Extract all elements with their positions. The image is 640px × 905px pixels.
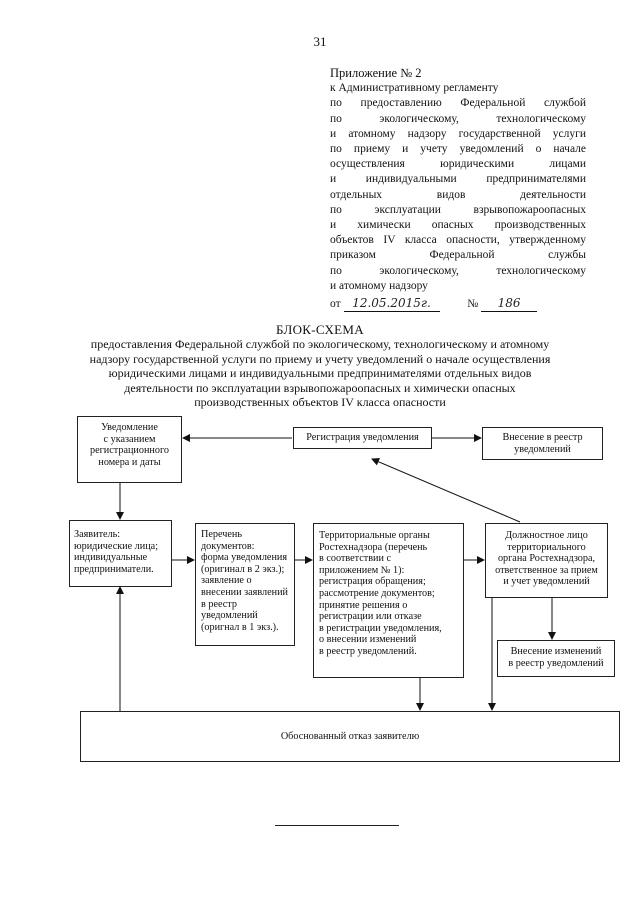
refusal-box: Обоснованный отказ заявителю [80, 711, 620, 762]
registry-changes-box: Внесение изменений в реестр уведомлений [497, 640, 615, 677]
registration-text: Регистрация уведомления [306, 432, 419, 443]
footer-separator-line [275, 825, 399, 826]
official-box: Должностное лицо территориального органа… [485, 523, 608, 598]
applicant-text: Заявитель: юридические лица; индивидуаль… [74, 529, 159, 575]
territorial-box: Территориальные органы Ростехнадзора (пе… [313, 523, 464, 678]
registration-box: Регистрация уведомления [293, 427, 432, 449]
appendix-line: по приему и учету уведомлений о начале [330, 143, 586, 156]
appendix-title: Приложение № 2 [330, 66, 422, 80]
order-date: 12.05.2015г. [343, 296, 440, 313]
page-number: 31 [313, 34, 327, 49]
refusal-text: Обоснованный отказ заявителю [280, 731, 420, 742]
territorial-text: Территориальные органы Ростехнадзора (пе… [319, 530, 442, 657]
order-from-label: от [330, 298, 341, 311]
order-number-label: № [467, 298, 479, 311]
registry-entry-box: Внесение в реестр уведомлений [482, 427, 603, 460]
notification-box: Уведомление с указанием регистрационного… [77, 416, 182, 483]
appendix-line: и атомному надзору государственной услуг… [330, 127, 586, 140]
registry-changes-text: Внесение изменений в реестр уведомлений [508, 646, 604, 669]
appendix-line: и индивидуальными предпринимателями [330, 173, 586, 186]
official-text: Должностное лицо территориального органа… [495, 530, 598, 588]
appendix-line: по экологическому, технологическому [330, 264, 586, 277]
notification-text: Уведомление с указанием регистрационного… [90, 422, 169, 468]
applicant-box: Заявитель: юридические лица; индивидуаль… [69, 520, 172, 587]
appendix-line: осуществления юридическими лицами [330, 158, 586, 171]
arrow-official-to-registration [371, 458, 521, 523]
documents-text: Перечень документов: форма уведомления (… [201, 529, 288, 633]
appendix-line: и атомному надзору [330, 279, 428, 292]
registry-entry-text: Внесение в реестр уведомлений [502, 432, 583, 455]
appendix-line: приказом Федеральной службы [330, 249, 586, 262]
appendix-line: к Административному регламенту [330, 82, 499, 95]
scheme-subtitle: предоставления Федеральной службой по эк… [89, 337, 551, 410]
appendix-line: по эксплуатации взрывопожароопасных [330, 203, 586, 216]
appendix-line: по предоставлению Федеральной службой [330, 97, 586, 110]
scheme-title: БЛОК-СХЕМА [276, 322, 364, 337]
order-number: 186 [481, 296, 538, 313]
appendix-body: к Административному регламенту по предос… [330, 81, 586, 294]
appendix-block: Приложение № 2 к Административному регла… [330, 66, 586, 313]
appendix-line: отдельных видов деятельности [330, 188, 586, 201]
order-line: от 12.05.2015г. № 186 [330, 296, 586, 313]
appendix-line: по экологическому, технологическому [330, 112, 586, 125]
appendix-line: объектов IV класса опасности, утвержденн… [330, 234, 586, 247]
appendix-line: и химически опасных производственных [330, 219, 586, 232]
documents-box: Перечень документов: форма уведомления (… [195, 523, 295, 646]
